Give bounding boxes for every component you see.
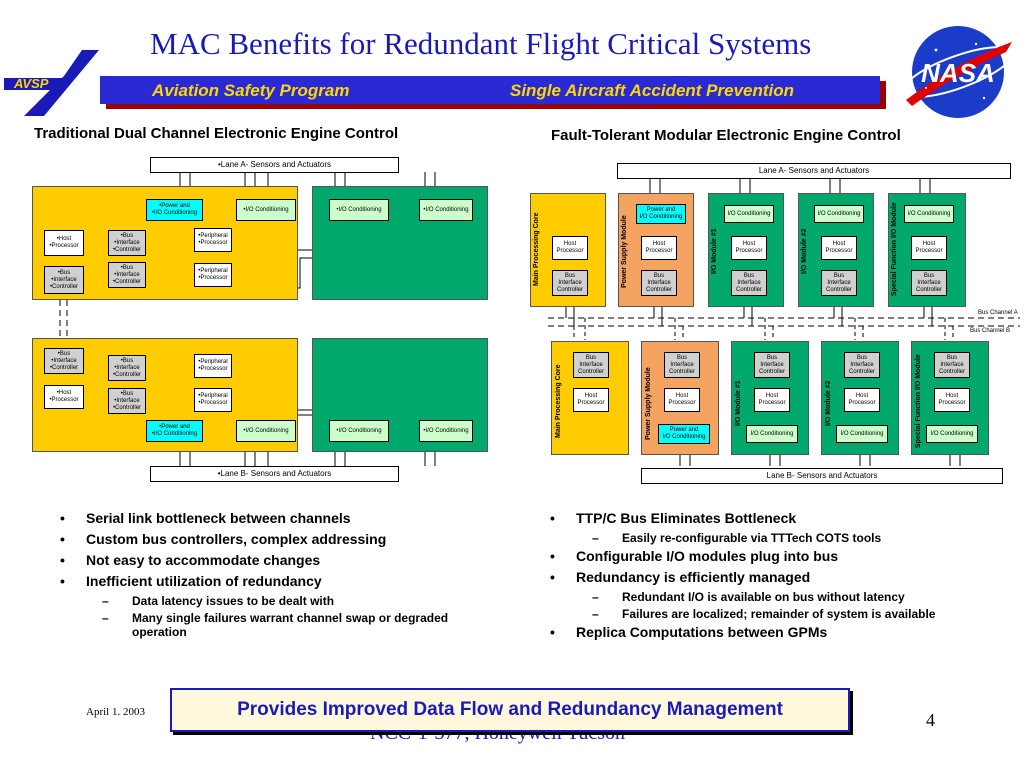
core-module-label-bottom: Main Processing Core [555,364,562,438]
avsp-logo-icon: AVSP [4,50,99,116]
right-bullet-list: TTP/C Bus Eliminates BottleneckEasily re… [546,510,986,645]
right-top-io-box-1: I/O Conditioning [724,205,774,223]
right-top-host-2: Host Processor [641,236,677,260]
right-top-bic-3: Bus Interface Controller [731,270,767,296]
bus-channel-a-label: Bus Channel A [978,310,1018,316]
right-bottom-bic-2: Bus Interface Controller [664,352,700,378]
left-top-io-box-1: •I/O Conditioning [236,199,296,221]
right-top-power-box: Power and I/O Conditioning [636,204,686,224]
io2-module-label-bottom: I/O Module #2 [825,380,832,426]
left-bottom-peripheral-2: •Peripheral •Processor [194,388,232,412]
bullet-item: Configurable I/O modules plug into bus [546,548,986,565]
left-bottom-host-processor: •Host •Processor [44,385,84,409]
banner-right-text: Single Aircraft Accident Prevention [510,81,795,100]
nasa-logo-icon: NASA [902,26,1014,118]
sub-bullet-item: Failures are localized; remainder of sys… [546,607,986,621]
right-top-host-3: Host Processor [731,236,767,260]
right-bottom-bic-3: Bus Interface Controller [754,352,790,378]
left-bullet-list: Serial link bottleneck between channelsC… [56,510,476,642]
program-banner: Aviation Safety Program Single Aircraft … [100,76,880,104]
left-bottom-bus-controller-2: •Bus •Interface •Controller [108,355,146,381]
right-top-host-5: Host Processor [911,236,947,260]
left-bottom-bus-controller-1: •Bus •Interface •Controller [44,348,84,374]
right-bottom-io-box-3: I/O Conditioning [926,425,978,443]
right-bottom-bic-5: Bus Interface Controller [934,352,970,378]
core-module-label: Main Processing Core [533,212,540,286]
right-bottom-host-5: Host Processor [934,388,970,412]
right-top-host-1: Host Processor [552,236,588,260]
right-bottom-bic-4: Bus Interface Controller [844,352,880,378]
callout-box: Provides Improved Data Flow and Redundan… [170,688,850,732]
left-top-power-box: •Power and •I/O Conditioning [146,199,203,221]
left-top-peripheral-2: •Peripheral •Processor [194,263,232,287]
right-top-bic-2: Bus Interface Controller [641,270,677,296]
right-top-io-box-3: I/O Conditioning [904,205,954,223]
left-top-host-processor: •Host •Processor [44,230,84,256]
left-bottom-bus-controller-3: •Bus •Interface •Controller [108,388,146,414]
right-bottom-host-4: Host Processor [844,388,880,412]
left-top-bus-controller-2: •Bus •Interface •Controller [44,266,84,294]
bus-channel-b-label: Bus Channel B [970,328,1011,334]
right-top-bic-4: Bus Interface Controller [821,270,857,296]
bullet-item: Custom bus controllers, complex addressi… [56,531,476,548]
right-bottom-power-box: Power and I/O Conditioning [658,424,710,444]
right-top-io-box-2: I/O Conditioning [814,205,864,223]
special-module-label-bottom: Special Function I/O Module [915,354,922,448]
io2-module-label: I/O Module #2 [801,228,808,274]
banner-left-text: Aviation Safety Program [152,81,350,100]
left-diagram-heading: Traditional Dual Channel Electronic Engi… [34,125,399,142]
psu-module-label: Power Supply Module [621,215,628,288]
special-module-label: Special Function I/O Module [891,202,898,296]
left-top-io-box-3: •I/O Conditioning [419,199,473,221]
svg-text:AVSP: AVSP [13,76,49,91]
left-bottom-io-box-1: •I/O Conditioning [236,420,296,442]
right-top-host-4: Host Processor [821,236,857,260]
bullet-item: Inefficient utilization of redundancy [56,573,476,590]
right-bottom-io-box-2: I/O Conditioning [836,425,888,443]
left-bottom-power-box: •Power and •I/O Conditioning [146,420,203,442]
page-number: 4 [926,710,935,730]
left-top-bus-controller-3: •Bus •Interface •Controller [108,262,146,288]
right-bottom-host-3: Host Processor [754,388,790,412]
bullet-item: Redundancy is efficiently managed [546,569,986,586]
bullet-item: TTP/C Bus Eliminates Bottleneck [546,510,986,527]
left-bottom-io-box-3: •I/O Conditioning [419,420,473,442]
right-bottom-bic-1: Bus Interface Controller [573,352,609,378]
left-top-peripheral-1: •Peripheral •Processor [194,228,232,252]
left-bottom-peripheral-1: •Peripheral •Processor [194,354,232,378]
right-diagram-heading: Fault-Tolerant Modular Electronic Engine… [551,127,901,144]
left-bottom-io-box-2: •I/O Conditioning [329,420,389,442]
sub-bullet-item: Easily re-configurable via TTTech COTS t… [546,531,986,545]
bullet-item: Replica Computations between GPMs [546,624,986,641]
right-top-bic-5: Bus Interface Controller [911,270,947,296]
bullet-item: Serial link bottleneck between channels [56,510,476,527]
right-lane-a-box: Lane A- Sensors and Actuators [617,163,1011,179]
right-top-bic-1: Bus Interface Controller [552,270,588,296]
sub-bullet-item: Many single failures warrant channel swa… [56,611,476,639]
sub-bullet-item: Data latency issues to be dealt with [56,594,476,608]
psu-module-label-bottom: Power Supply Module [645,367,652,440]
right-bottom-host-1: Host Processor [573,388,609,412]
left-lane-a-box: •Lane A- Sensors and Actuators [150,157,399,173]
io1-module-label-bottom: I/O Module #1 [735,380,742,426]
left-top-io-box-2: •I/O Conditioning [329,199,389,221]
left-lane-b-box: •Lane B- Sensors and Actuators [150,466,399,482]
right-lane-b-box: Lane B- Sensors and Actuators [641,468,1003,484]
io1-module-label: I/O Module #1 [711,228,718,274]
right-bottom-host-2: Host Processor [664,388,700,412]
svg-text:NASA: NASA [921,58,995,88]
slide-title: MAC Benefits for Redundant Flight Critic… [150,26,812,61]
footer-date: April 1. 2003 [86,706,145,718]
left-top-bus-controller-1: •Bus •Interface •Controller [108,230,146,256]
right-bottom-io-box-1: I/O Conditioning [746,425,798,443]
sub-bullet-item: Redundant I/O is available on bus withou… [546,590,986,604]
bullet-item: Not easy to accommodate changes [56,552,476,569]
